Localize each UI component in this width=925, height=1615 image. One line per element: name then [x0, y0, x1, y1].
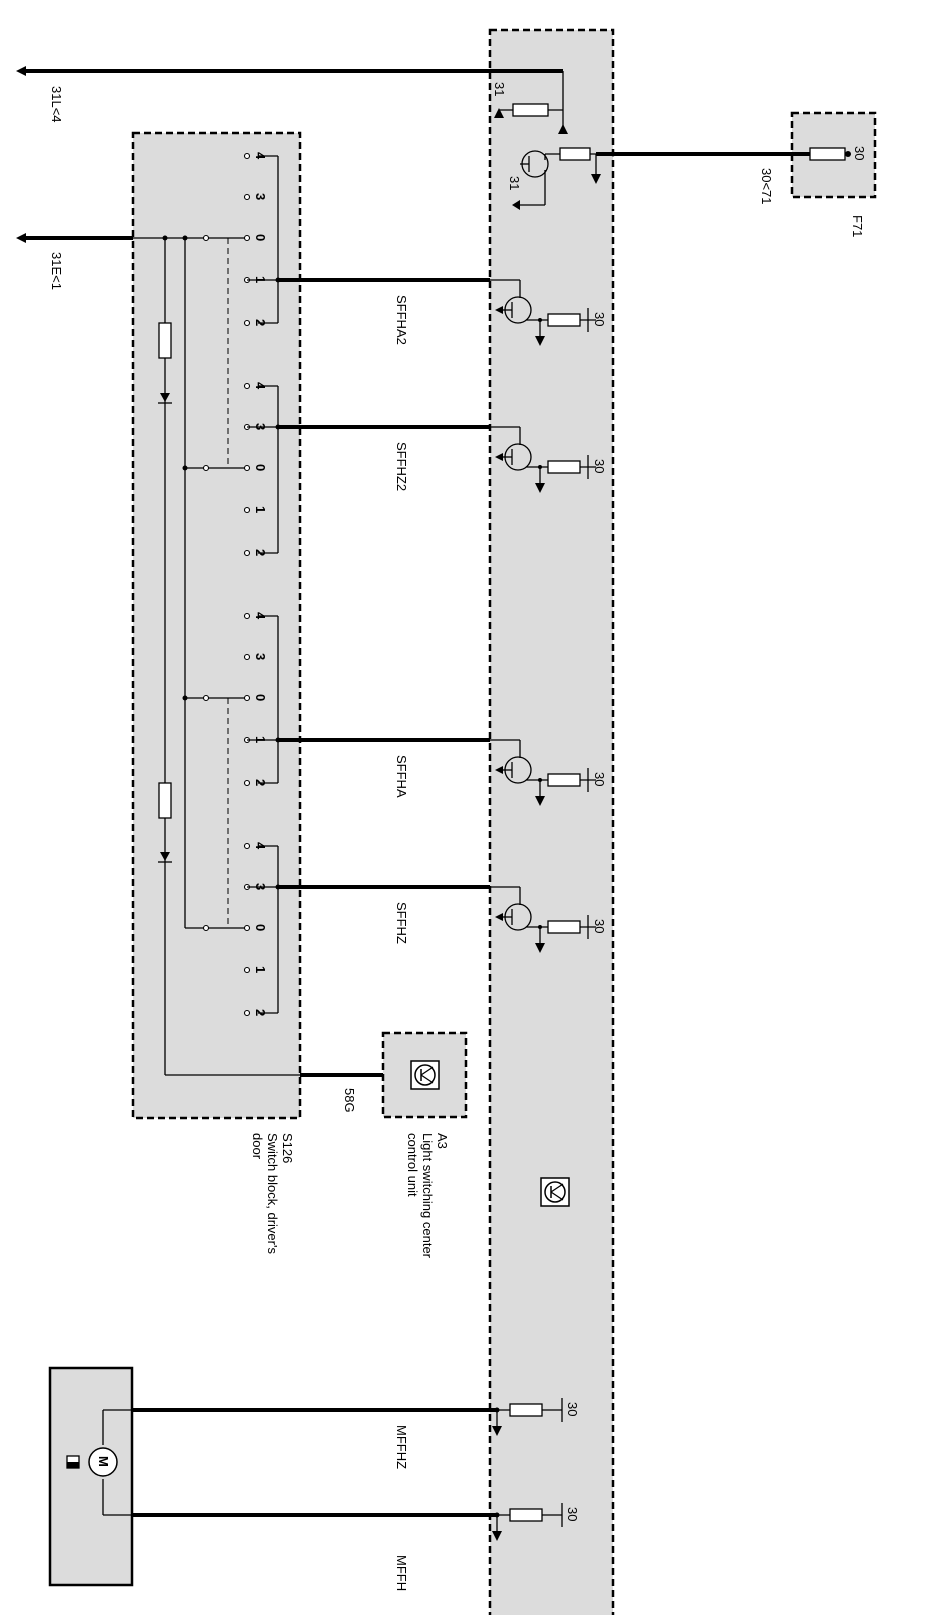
ground-wire-31l [16, 66, 568, 134]
label-s126-line2: door [250, 1133, 265, 1160]
contact-label: 3 [253, 883, 268, 890]
label-31e: 31E<1 [49, 252, 64, 290]
label-sffhz2: SFFHZ2 [394, 442, 409, 491]
motor-driver-1 [492, 1398, 563, 1436]
label-f71-terminal: 30 [852, 146, 867, 160]
supply-transistor [512, 147, 851, 210]
contact-label: 3 [253, 193, 268, 200]
switch-block-rails [158, 238, 300, 1076]
contact-label: 4 [253, 612, 268, 620]
label-terminal-31-top: 31 [492, 82, 507, 96]
contact-label: 2 [253, 549, 268, 556]
motor-driver-2 [492, 1503, 563, 1541]
label-f71: F71 [850, 215, 865, 237]
label-mffh: MFFH [394, 1555, 409, 1591]
label-terminal-31-transistor: 31 [507, 176, 522, 190]
contact-label: 4 [253, 382, 268, 390]
switch-block-box [131, 131, 302, 1120]
contact-label: 3 [253, 423, 268, 430]
label-sffha2: SFFHA2 [394, 295, 409, 345]
label-sffha: SFFHA [394, 755, 409, 798]
label-31l: 31L<4 [49, 86, 64, 123]
motor-unit [66, 1409, 132, 1516]
input-transistor-1 [490, 279, 596, 346]
fuse-f71 [809, 147, 846, 161]
label-58g: 58G [342, 1088, 357, 1113]
contact-label: 1 [253, 276, 268, 283]
label-terminal-30-2: 30 [592, 459, 607, 473]
motor-box [48, 1366, 134, 1587]
label-terminal-30-4: 30 [592, 919, 607, 933]
contact-label: 4 [253, 152, 268, 160]
contact-label: 0 [253, 234, 268, 241]
label-sffhz: SFFHZ [394, 902, 409, 944]
switch-group-3 [243, 612, 281, 787]
label-a3-line1: Light switching center [420, 1133, 435, 1259]
switch-group-2 [243, 382, 281, 557]
contact-label: 0 [253, 694, 268, 701]
label-s126-id: S126 [280, 1133, 295, 1163]
switch-group-1 [243, 152, 281, 327]
control-unit-box [488, 28, 615, 1615]
label-terminal-30-5: 30 [565, 1402, 580, 1416]
control-unit-icon [540, 1177, 570, 1207]
label-terminal-30-6: 30 [565, 1507, 580, 1521]
label-30-71: 30<71 [759, 168, 774, 205]
input-transistor-4 [490, 886, 596, 953]
contact-label: 2 [253, 319, 268, 326]
input-transistor-2 [490, 426, 596, 493]
label-terminal-30-1: 30 [592, 312, 607, 326]
label-s126-line1: Switch block, driver's [265, 1133, 280, 1254]
contact-label: 2 [253, 779, 268, 786]
switch-group-4 [243, 842, 281, 1017]
contact-label: 0 [253, 924, 268, 931]
contact-label: 3 [253, 653, 268, 660]
input-transistor-3 [490, 739, 596, 806]
contact-label: 1 [253, 506, 268, 513]
label-mffhz: MFFHZ [394, 1425, 409, 1469]
contact-label: 1 [253, 966, 268, 973]
contact-label: 0 [253, 464, 268, 471]
label-a3-line2: control unit [405, 1133, 420, 1197]
contact-label: 4 [253, 842, 268, 850]
label-motor-symbol: M [96, 1456, 111, 1467]
contact-label: 1 [253, 736, 268, 743]
label-a3-id: A3 [435, 1133, 450, 1149]
contact-label: 2 [253, 1009, 268, 1016]
label-terminal-30-3: 30 [592, 772, 607, 786]
a3-unit-icon [410, 1060, 440, 1090]
